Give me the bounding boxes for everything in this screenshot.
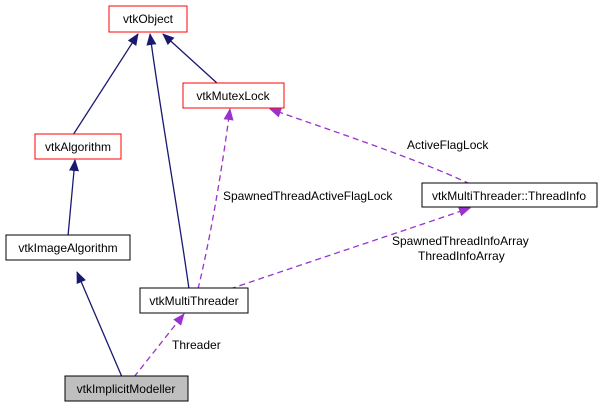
edge-algorithm-to-object [72, 33, 139, 136]
label-spawned-thread-info-array: SpawnedThreadInfoArray [392, 234, 529, 248]
node-vtkobject[interactable]: vtkObject [108, 5, 188, 33]
node-vtkimplicitmodeller-label: vtkImplicitModeller [77, 382, 176, 396]
label-threader: Threader [172, 338, 221, 352]
node-threadinfo[interactable]: vtkMultiThreader::ThreadInfo [421, 182, 598, 208]
label-active-flag-lock: ActiveFlagLock [407, 138, 489, 152]
node-vtkimplicitmodeller[interactable]: vtkImplicitModeller [64, 375, 189, 402]
edge-imagealgorithm-to-algorithm [67, 159, 79, 237]
usage-edges [133, 107, 471, 378]
node-threadinfo-label: vtkMultiThreader::ThreadInfo [432, 189, 586, 203]
node-vtkmultithreader-label: vtkMultiThreader [149, 294, 238, 308]
edge-multithreader-to-object [146, 33, 190, 290]
edge-mutexlock-to-object [162, 33, 219, 85]
node-vtkmutexlock-label: vtkMutexLock [196, 89, 270, 103]
node-vtkalgorithm[interactable]: vtkAlgorithm [34, 133, 122, 160]
node-vtkmultithreader[interactable]: vtkMultiThreader [139, 287, 249, 314]
node-vtkobject-label: vtkObject [123, 12, 174, 26]
node-vtkimagealgorithm[interactable]: vtkImageAlgorithm [5, 234, 131, 261]
edge-implicitmodeller-to-imagealgorithm [76, 271, 123, 378]
edge-multithreader-to-threadinfo [229, 206, 471, 290]
edge-multithreader-to-mutexlock [197, 108, 234, 290]
node-vtkimagealgorithm-label: vtkImageAlgorithm [18, 241, 117, 255]
edge-labels: ActiveFlagLock SpawnedThreadActiveFlagLo… [172, 138, 529, 352]
label-thread-info-array: ThreadInfoArray [418, 249, 505, 263]
label-spawned-thread-active-flag-lock: SpawnedThreadActiveFlagLock [223, 189, 393, 203]
inheritance-edges [67, 33, 219, 378]
node-vtkmutexlock[interactable]: vtkMutexLock [182, 82, 285, 109]
edge-threadinfo-to-mutexlock [269, 107, 471, 185]
edge-implicitmodeller-to-multithreader [133, 313, 185, 378]
node-vtkalgorithm-label: vtkAlgorithm [45, 140, 111, 154]
